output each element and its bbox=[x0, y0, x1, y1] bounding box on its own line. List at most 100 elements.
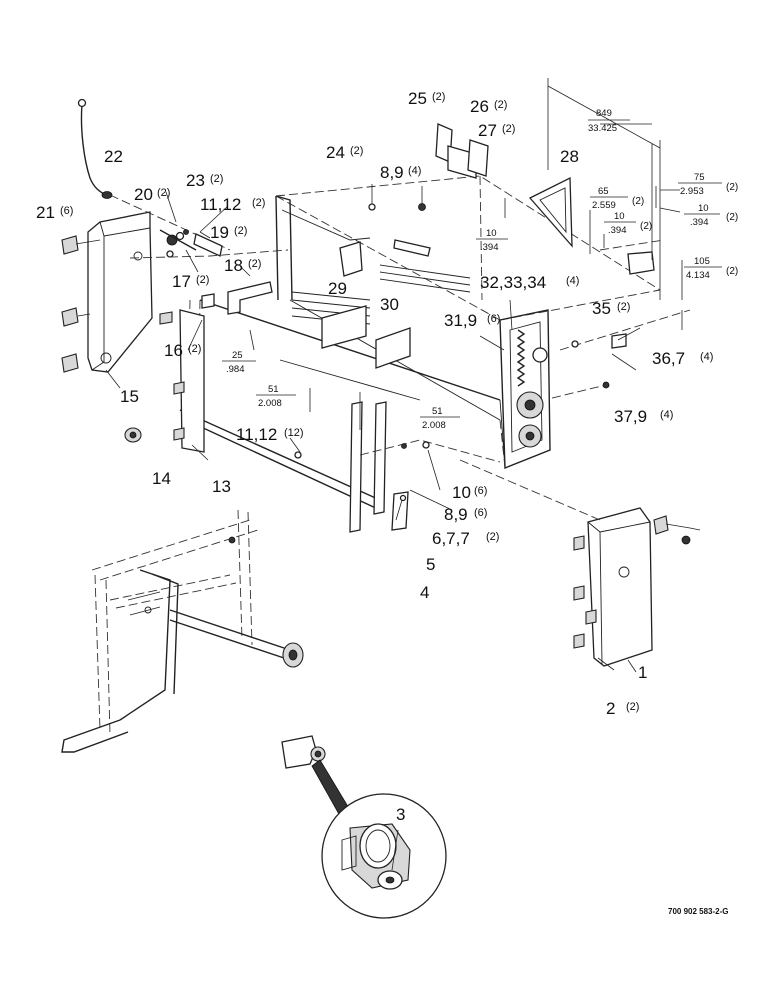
callout-leaders bbox=[105, 191, 641, 673]
callout-18: 18 bbox=[224, 256, 243, 275]
callout-1: 1 bbox=[638, 663, 647, 682]
callout-2: 2 bbox=[606, 699, 615, 718]
right-shield-part-1 bbox=[587, 507, 701, 667]
divider-panels-29-30 bbox=[279, 305, 421, 401]
callout-28: 28 bbox=[560, 147, 579, 166]
callout-26: 26 bbox=[470, 97, 489, 116]
dim-51-left-mm: 51 bbox=[268, 384, 279, 395]
callout-6-7-7: 6,7,7 bbox=[432, 529, 470, 548]
hardware-top bbox=[228, 184, 426, 544]
callout-11-12-top-qty: (2) bbox=[252, 197, 265, 209]
bracket-part-18 bbox=[227, 281, 273, 315]
callout-11-12-mid: 11,12 bbox=[236, 425, 277, 444]
callout-10-qty: (6) bbox=[474, 485, 487, 497]
dim-10-mid-qty: (2) bbox=[640, 221, 652, 232]
callout-31-9: 31,9 bbox=[444, 311, 477, 330]
callout-35-qty: (2) bbox=[617, 301, 630, 313]
box-frame bbox=[179, 175, 661, 511]
callout-23: 23 bbox=[186, 171, 205, 190]
callout-16: 16 bbox=[164, 341, 183, 360]
tongue-frame bbox=[61, 509, 304, 753]
callout-14: 14 bbox=[152, 469, 171, 488]
callout-27-qty: (2) bbox=[502, 123, 515, 135]
callout-20: 20 bbox=[134, 185, 153, 204]
left-panel-part-13 bbox=[159, 309, 205, 453]
strips-25-27 bbox=[435, 123, 489, 179]
callout-3: 3 bbox=[396, 805, 405, 824]
callout-36-7-qty: (4) bbox=[700, 351, 713, 363]
dim-25-mm: 25 bbox=[232, 350, 243, 361]
callout-31-9-qty: (6) bbox=[487, 313, 500, 325]
callout-25-qty: (2) bbox=[432, 91, 445, 103]
callout-19: 19 bbox=[210, 223, 229, 242]
callout-29: 29 bbox=[328, 279, 347, 298]
callout-24-qty: (2) bbox=[350, 145, 363, 157]
callout-37-9-qty: (4) bbox=[660, 409, 673, 421]
dim-10-right-mm: 10 bbox=[698, 203, 709, 214]
dim-105-mm: 105 bbox=[694, 256, 710, 267]
dim-849-mm: 849 bbox=[596, 108, 612, 119]
callout-32-33-34: 32,33,34 bbox=[480, 273, 546, 292]
dim-65-in: 2.559 bbox=[592, 200, 616, 211]
callout-4: 4 bbox=[420, 583, 429, 602]
dim-10-top-in: .394 bbox=[480, 242, 499, 253]
callout-20-qty: (2) bbox=[157, 187, 170, 199]
callout-24: 24 bbox=[326, 143, 345, 162]
upright-plates-4-5 bbox=[349, 401, 501, 533]
dim-75-in: 2.953 bbox=[680, 186, 704, 197]
hardware-group-17-23 bbox=[109, 194, 289, 259]
callout-37-9: 37,9 bbox=[614, 407, 647, 426]
washer-part-14 bbox=[124, 427, 142, 443]
bracket-part-21 bbox=[61, 235, 101, 373]
callout-35: 35 bbox=[592, 299, 611, 318]
hardware-right-35-37 bbox=[551, 309, 691, 399]
callout-32-33-34-qty: (4) bbox=[566, 275, 579, 287]
dim-51-right-mm: 51 bbox=[432, 406, 443, 417]
callout-22: 22 bbox=[104, 147, 123, 166]
dim-51-left-in: 2.008 bbox=[258, 398, 282, 409]
callout-17-qty: (2) bbox=[196, 274, 209, 286]
bracket-part-2 bbox=[573, 535, 597, 649]
callout-11-12-mid-qty: (12) bbox=[284, 427, 304, 439]
callout-labels: 22 21 (6) 23 (2) 20 (2) 11,12 (2) 19 (2)… bbox=[36, 89, 713, 824]
dim-25-in: .984 bbox=[226, 364, 245, 375]
callout-18-qty: (2) bbox=[248, 258, 261, 270]
dim-65-qty: (2) bbox=[632, 196, 644, 207]
bracket-part-16 bbox=[201, 293, 215, 309]
dimension-labels: 849 33.425 75 2.953 (2) 10 .394 (2) 65 2… bbox=[222, 108, 738, 431]
dim-10-mid-in: .394 bbox=[608, 225, 627, 236]
callout-10: 10 bbox=[452, 483, 471, 502]
callout-8-9-top: 8,9 bbox=[380, 163, 404, 182]
document-reference: 700 902 583-2-G bbox=[668, 907, 729, 916]
callout-16-qty: (2) bbox=[188, 343, 201, 355]
detail-part-3 bbox=[281, 735, 447, 919]
callout-19-qty: (2) bbox=[234, 225, 247, 237]
callout-2-qty: (2) bbox=[626, 701, 639, 713]
callout-11-12-top: 11,12 bbox=[200, 195, 241, 214]
dim-105-in: 4.134 bbox=[686, 270, 710, 281]
callout-27: 27 bbox=[478, 121, 497, 140]
dim-105-qty: (2) bbox=[726, 266, 738, 277]
dim-10-top-mm: 10 bbox=[486, 228, 497, 239]
dim-75-qty: (2) bbox=[726, 182, 738, 193]
dimension-lines bbox=[249, 78, 683, 430]
callout-21-qty: (6) bbox=[60, 205, 73, 217]
dim-10-right-qty: (2) bbox=[726, 212, 738, 223]
callout-26-qty: (2) bbox=[494, 99, 507, 111]
left-shield-part-15 bbox=[87, 211, 153, 373]
callout-8-9-top-qty: (4) bbox=[408, 165, 421, 177]
cable-part-22 bbox=[77, 98, 113, 199]
callout-6-7-7-qty: (2) bbox=[486, 531, 499, 543]
callout-23-qty: (2) bbox=[210, 173, 223, 185]
dim-10-mid-mm: 10 bbox=[614, 211, 625, 222]
callout-25: 25 bbox=[408, 89, 427, 108]
callout-17: 17 bbox=[172, 272, 191, 291]
dim-75-mm: 75 bbox=[694, 172, 705, 183]
tail-plate bbox=[599, 239, 665, 275]
triangle-part-28 bbox=[528, 176, 573, 248]
callout-13: 13 bbox=[212, 477, 231, 496]
callout-36-7: 36,7 bbox=[652, 349, 685, 368]
callout-5: 5 bbox=[426, 555, 435, 574]
callout-21: 21 bbox=[36, 203, 55, 222]
